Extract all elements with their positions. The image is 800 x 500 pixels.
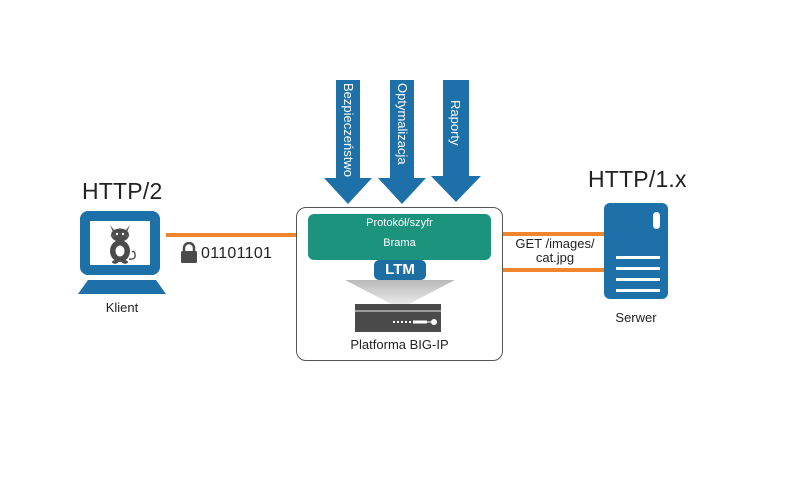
encrypted-payload: 01101101 xyxy=(201,245,273,262)
gateway-block: Protokół/szyfr Brama xyxy=(308,214,491,260)
arrow-optimization xyxy=(378,80,426,204)
client-connection-wire xyxy=(166,233,296,237)
client-protocol-label: HTTP/2 xyxy=(82,178,163,204)
arrow-reports xyxy=(431,80,481,202)
request-line-2: cat.jpg xyxy=(535,250,575,265)
laptop-screen xyxy=(80,211,160,275)
laptop-base xyxy=(78,280,166,294)
client-caption: Klient xyxy=(105,300,139,315)
server-connection-wire-bottom xyxy=(503,268,605,272)
server-caption: Serwer xyxy=(615,310,657,325)
server-details xyxy=(616,212,660,292)
server-protocol-label: HTTP/1.x xyxy=(588,166,687,192)
server-icon xyxy=(604,203,668,299)
gateway-label: Brama xyxy=(383,237,416,249)
arrow-security-label: Bezpieczeństwo xyxy=(341,83,356,177)
arrow-reports-label: Raporty xyxy=(448,100,463,146)
arrow-optimization-label: Optymalizacja xyxy=(395,83,410,165)
ltm-badge: LTM xyxy=(374,260,426,280)
padlock-icon xyxy=(181,242,197,263)
request-line-1: GET /images/ xyxy=(515,236,595,251)
server-connection-wire-top xyxy=(503,232,605,236)
http-request: GET /images/ cat.jpg xyxy=(505,237,605,265)
arrow-security xyxy=(324,80,372,204)
appliance-icon xyxy=(355,304,441,332)
gateway-protocol-label: Protokół/szyfr xyxy=(366,217,433,229)
cat-icon xyxy=(110,225,136,264)
funnel-shape xyxy=(345,280,455,304)
bigip-caption: Platforma BIG-IP xyxy=(350,337,449,352)
